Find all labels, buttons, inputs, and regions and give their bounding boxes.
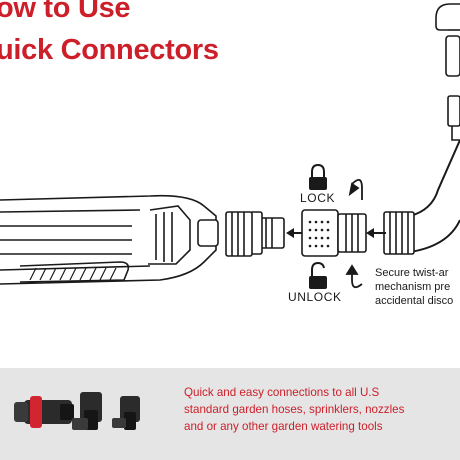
footer-line: standard garden hoses, sprinklers, nozzl…: [184, 403, 405, 416]
footer-band: [0, 368, 460, 460]
mechanism-description: Secure twist-ar mechanism pre accidental…: [375, 266, 453, 308]
description-line: accidental disco: [375, 295, 454, 307]
lock-open-icon: [309, 261, 327, 289]
rotate-arrow-icon: [345, 264, 363, 289]
connection-diagram: [0, 3, 460, 289]
hose-adapter: [249, 211, 285, 255]
quick-connector-products-photo: [14, 392, 140, 430]
description-line: mechanism pre: [375, 281, 451, 293]
faucet-illustration: [435, 3, 460, 141]
sprinkler-grip-pattern: [29, 267, 117, 281]
direction-arrow-icon: [286, 228, 302, 238]
footer-line: Quick and easy connections to all U.S: [184, 386, 380, 399]
title-line-1: ow to Use: [0, 0, 131, 24]
hose-end-fitting: [383, 211, 415, 255]
lock-closed-icon: [309, 163, 327, 190]
footer-description: Quick and easy connections to all U.S st…: [184, 384, 404, 435]
threaded-coupling: [225, 211, 253, 257]
sprinkler-illustration: [0, 194, 219, 285]
description-line: Secure twist-ar: [375, 267, 449, 279]
rotate-arrow-icon: [348, 178, 363, 200]
quick-connector: [301, 209, 367, 257]
unlock-label: UNLOCK: [288, 290, 342, 304]
direction-arrow-icon: [366, 228, 386, 238]
lock-label: LOCK: [300, 191, 336, 205]
title-line-2: uick Connectors: [0, 34, 219, 66]
footer-line: and or any other garden watering tools: [184, 420, 383, 433]
